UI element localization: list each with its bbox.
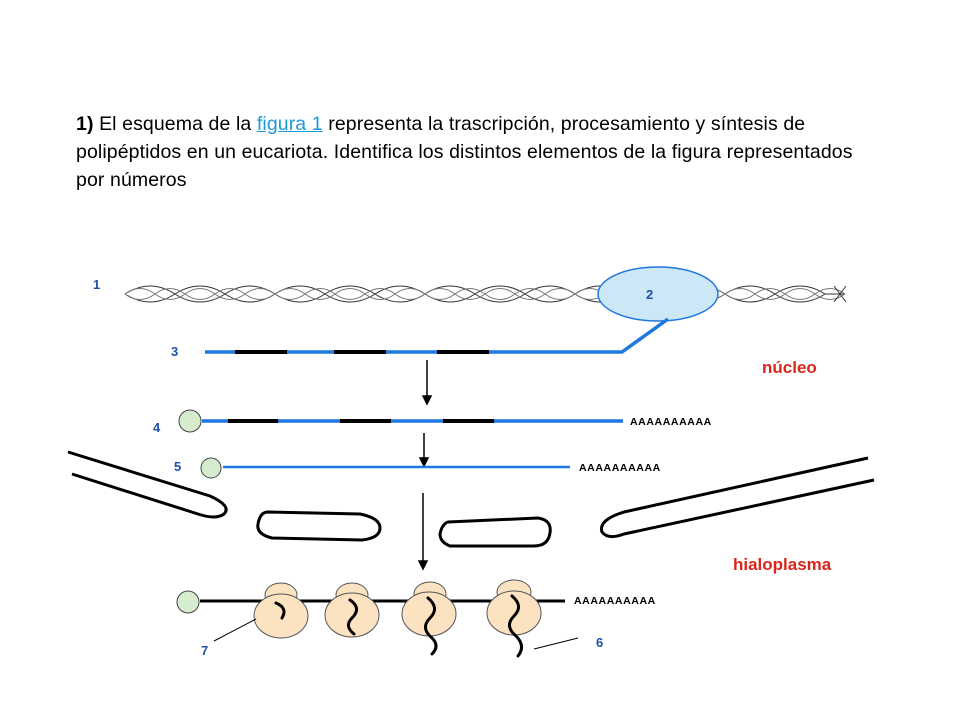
label-1: 1 <box>93 277 100 292</box>
capped-pre-mrna <box>178 409 623 433</box>
poly-a-tail-polysome: AAAAAAAAAA <box>574 595 656 607</box>
poly-a-tail-4: AAAAAAAAAA <box>630 416 712 428</box>
nuclear-envelope <box>67 450 875 548</box>
rna-polymerase <box>597 266 719 322</box>
label-4: 4 <box>153 420 161 435</box>
pointer-6 <box>533 637 579 650</box>
ribosome <box>324 582 380 638</box>
polypeptide-chains <box>274 594 523 658</box>
ribosome <box>486 579 542 636</box>
label-5: 5 <box>174 459 181 474</box>
label-3: 3 <box>171 344 178 359</box>
nucleus-label: núcleo <box>762 358 817 377</box>
dna-helix <box>124 285 847 303</box>
question-number: 1) <box>76 113 94 135</box>
question-text: 1) El esquema de la figura 1 representa … <box>76 110 876 194</box>
cytoplasm-label: hialoplasma <box>733 555 832 574</box>
mature-mrna <box>200 457 570 479</box>
pointer-7 <box>213 618 257 642</box>
poly-a-tail-5: AAAAAAAAAA <box>579 462 661 474</box>
label-7: 7 <box>201 643 208 658</box>
question-text-before: El esquema de la <box>93 113 257 135</box>
label-6: 6 <box>596 635 603 650</box>
figure-link[interactable]: figura 1 <box>256 113 323 135</box>
question-text-after: representa la trascripción, procesamient… <box>76 113 853 191</box>
label-2: 2 <box>646 287 653 302</box>
polysome <box>176 579 565 658</box>
primary-transcript <box>205 317 670 354</box>
ribosome <box>401 581 457 637</box>
process-arrows <box>417 360 433 571</box>
ribosome <box>253 582 309 639</box>
